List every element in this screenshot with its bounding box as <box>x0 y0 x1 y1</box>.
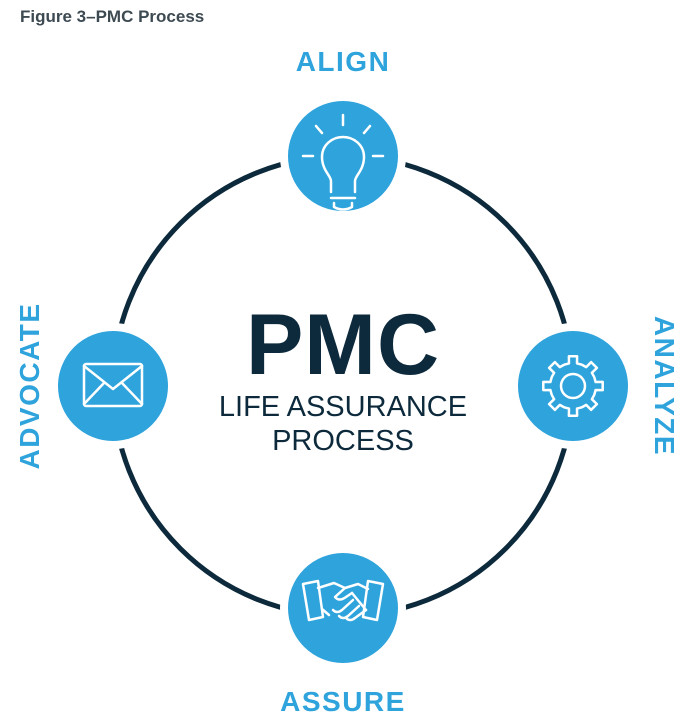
step-node-analyze <box>510 323 636 449</box>
envelope-icon <box>82 362 144 408</box>
step-label-analyze: ANALYZE <box>649 315 680 457</box>
step-circle-align <box>280 93 406 219</box>
handshake-icon <box>301 579 385 622</box>
center-subtitle-line1: LIFE ASSURANCE <box>218 391 468 423</box>
gear-icon <box>542 355 604 417</box>
step-node-align <box>280 93 406 219</box>
step-node-assure <box>280 545 406 671</box>
figure-caption: Figure 3–PMC Process <box>20 7 205 26</box>
step-label-advocate: ADVOCATE <box>14 302 45 470</box>
center-title: PMC <box>245 297 441 393</box>
step-node-advocate <box>50 323 176 449</box>
step-circle-advocate <box>50 323 176 449</box>
step-label-assure: ASSURE <box>280 686 406 717</box>
center-title-block: PMC LIFE ASSURANCE PROCESS <box>193 300 493 458</box>
step-label-align: ALIGN <box>295 46 391 77</box>
step-circle-analyze <box>510 323 636 449</box>
center-subtitle-line2: PROCESS <box>272 425 414 457</box>
lightbulb-icon <box>301 113 385 211</box>
